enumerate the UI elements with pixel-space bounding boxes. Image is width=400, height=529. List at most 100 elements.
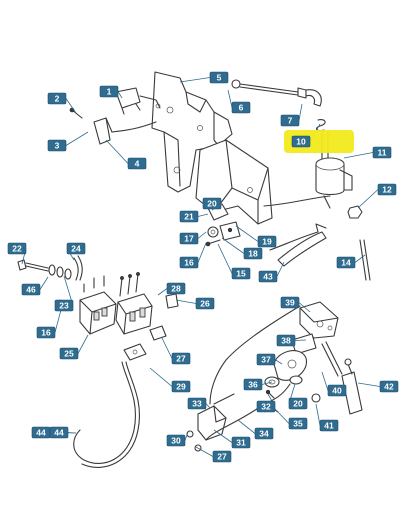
callout-badge-22[interactable]: 22 (7, 242, 27, 255)
callout-badge-44[interactable]: 44 (31, 426, 51, 439)
callout-number: 20 (293, 399, 303, 409)
callout-badge-41[interactable]: 41 (319, 419, 339, 432)
callout-badge-23[interactable]: 23 (54, 299, 74, 312)
callout-badge-14[interactable]: 14 (336, 256, 356, 269)
callout-badge-15[interactable]: 15 (231, 267, 251, 280)
callout-leader-11 (343, 152, 374, 159)
callout-badge-box (166, 434, 186, 447)
callout-number: 41 (324, 421, 334, 431)
callout-badge-42[interactable]: 42 (379, 380, 399, 393)
callout-badge-box (171, 352, 191, 365)
callout-leader-5 (179, 77, 211, 83)
callout-badge-2[interactable]: 2 (47, 92, 67, 105)
callout-leader-7 (298, 103, 303, 121)
callout-leader-46 (39, 276, 49, 290)
callout-number: 44 (36, 428, 46, 438)
callout-number: 23 (59, 301, 69, 311)
callout-number: 3 (55, 141, 60, 151)
callout-badge-4[interactable]: 4 (127, 157, 147, 170)
callout-leader-12 (357, 189, 379, 209)
callout-badge-20[interactable]: 20 (288, 397, 308, 410)
callout-number: 29 (176, 382, 186, 392)
callout-number: 33 (192, 399, 202, 409)
callout-badge-5[interactable]: 5 (209, 71, 229, 84)
callout-badge-29[interactable]: 29 (171, 380, 191, 393)
callout-badge-26[interactable]: 26 (195, 297, 215, 310)
callout-number: 12 (382, 185, 392, 195)
callout-number: 40 (332, 386, 342, 396)
callout-badge-10[interactable]: 10 (291, 135, 311, 148)
callout-badge-box (47, 92, 67, 105)
callout-badge-32[interactable]: 32 (256, 400, 276, 413)
callout-badge-35[interactable]: 35 (288, 417, 308, 430)
callout-number: 18 (248, 249, 258, 259)
callout-badge-box (49, 426, 69, 439)
callout-badge-17[interactable]: 17 (179, 232, 199, 245)
callout-badge-28[interactable]: 28 (166, 282, 186, 295)
callout-badge-7[interactable]: 7 (280, 114, 300, 127)
callout-badge-20[interactable]: 20 (202, 197, 222, 210)
callout-badge-39[interactable]: 39 (280, 296, 300, 309)
callout-badge-box (179, 232, 199, 245)
callout-badge-33[interactable]: 33 (187, 397, 207, 410)
callout-leader-29 (149, 367, 173, 387)
callout-leader-39 (298, 302, 311, 313)
callout-badge-34[interactable]: 34 (254, 427, 274, 440)
callout-badge-25[interactable]: 25 (59, 347, 79, 360)
callout-leader-4 (105, 139, 129, 164)
cylinder-part-11 (315, 131, 353, 209)
callout-leader-6 (227, 89, 233, 108)
callout-badge-44[interactable]: 44 (49, 426, 69, 439)
switch-part-1 (115, 87, 161, 115)
callout-badge-30[interactable]: 30 (166, 434, 186, 447)
callout-number: 1 (107, 87, 112, 97)
callout-badge-37[interactable]: 37 (256, 353, 276, 366)
cam-part-37 (273, 350, 307, 381)
callout-number: 24 (71, 244, 81, 254)
callout-badge-box (99, 85, 119, 98)
callout-leader-28 (157, 288, 168, 296)
spring-part-10 (315, 119, 326, 132)
callout-badge-box (179, 210, 199, 223)
callout-badge-box (379, 380, 399, 393)
callout-number: 38 (281, 336, 291, 346)
callout-badge-11[interactable]: 11 (372, 146, 392, 159)
control-cable (263, 195, 331, 207)
washer-group (205, 203, 241, 247)
callout-number: 20 (207, 199, 217, 209)
callout-badge-27[interactable]: 27 (171, 352, 191, 365)
callout-badge-box (209, 71, 229, 84)
callout-badge-16[interactable]: 16 (179, 256, 199, 269)
callout-number: 37 (261, 355, 271, 365)
callout-badge-21[interactable]: 21 (179, 210, 199, 223)
callout-badge-27[interactable]: 27 (212, 450, 232, 463)
callout-badge-36[interactable]: 36 (243, 378, 263, 391)
callout-badge-box (327, 384, 347, 397)
callout-badge-box (36, 326, 56, 339)
callout-badge-18[interactable]: 18 (243, 247, 263, 260)
callout-number: 39 (285, 298, 295, 308)
callout-badge-box (231, 101, 251, 114)
callout-badge-box (377, 183, 397, 196)
callout-leader-37 (274, 359, 283, 365)
callout-badge-3[interactable]: 3 (47, 139, 67, 152)
callout-badge-16[interactable]: 16 (36, 326, 56, 339)
callout-badge-40[interactable]: 40 (327, 384, 347, 397)
callout-badge-24[interactable]: 24 (66, 242, 86, 255)
cylinder-part-42 (341, 358, 363, 415)
callout-badge-46[interactable]: 46 (21, 283, 41, 296)
callout-badge-12[interactable]: 12 (377, 183, 397, 196)
callout-badge-box (231, 267, 251, 280)
callout-badge-box (254, 427, 274, 440)
callout-number: 43 (263, 272, 273, 282)
callout-badge-31[interactable]: 31 (231, 436, 251, 449)
callout-number: 15 (236, 269, 246, 279)
callout-badge-6[interactable]: 6 (231, 101, 251, 114)
callout-number: 42 (384, 382, 394, 392)
callout-badge-19[interactable]: 19 (257, 235, 277, 248)
callout-badge-43[interactable]: 43 (258, 270, 278, 283)
callout-badge-38[interactable]: 38 (276, 334, 296, 347)
callout-leader-3 (65, 131, 89, 146)
callout-badge-1[interactable]: 1 (99, 85, 119, 98)
callout-leader-16 (197, 242, 207, 263)
